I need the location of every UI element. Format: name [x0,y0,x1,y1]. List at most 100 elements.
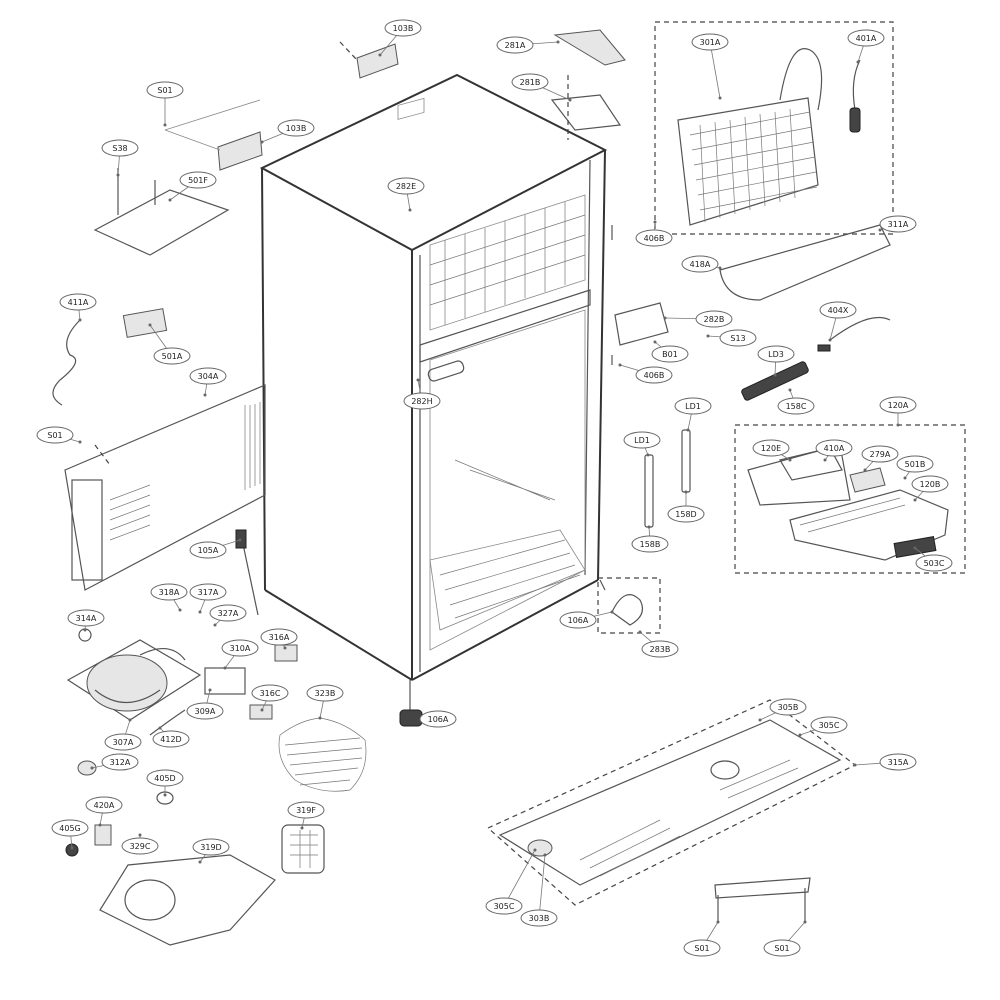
part-callout: 329C [121,837,159,855]
part-callout: 501F [179,171,217,189]
callout-label: LD1 [634,436,650,445]
callout-label: 106A [568,616,589,625]
part-callout: S01 [683,939,721,957]
callout-leader-dot [148,323,152,327]
callout-oval [623,431,661,449]
part-callout: 412D [152,730,190,748]
callout-oval [306,684,344,702]
callout-oval [631,535,669,553]
callout-oval [635,229,673,247]
callout-oval [641,640,679,658]
part-callout: 305C [485,897,523,915]
callout-leader-dot [653,220,657,224]
callout-oval [186,702,224,720]
callout-leader-dot [803,920,807,924]
top-cover-parts [550,29,891,346]
callout-label: 420A [94,801,115,810]
callout-leader-dot [203,393,207,397]
callout-leader-dot [378,53,382,57]
callout-oval [769,698,807,716]
callout-oval [179,171,217,189]
callout-label: 120B [920,480,941,489]
callout-oval [67,609,105,627]
part-callout: 312A [101,753,139,771]
part-callout: 405G [51,819,89,837]
callout-oval [485,897,523,915]
callout-oval [757,345,795,363]
callout-oval [777,397,815,415]
condenser-coil [278,717,367,792]
callout-leader-dot [78,318,82,322]
part-callout: 158C [777,397,815,415]
callout-oval [251,684,289,702]
callout-oval [911,475,949,493]
callout-oval [419,710,457,728]
callout-label: 309A [195,707,216,716]
callout-oval [496,36,534,54]
part-callout: 501B [896,455,934,473]
callout-oval [511,73,549,91]
callout-oval [559,611,597,629]
callout-leader-dot [556,40,560,44]
callout-label: 404X [828,306,849,315]
part-callout: 103B [277,119,315,137]
callout-oval [896,455,934,473]
callout-label: 501B [905,460,926,469]
callout-oval [101,753,139,771]
back-cover-panel [64,384,266,591]
callout-oval [146,81,184,99]
callout-oval [719,329,757,347]
callout-oval [819,301,857,319]
part-callout: 406B [635,229,673,247]
hinge-bracket [597,577,661,634]
part-callout: 282H [403,392,441,410]
callout-oval [674,397,712,415]
callout-leader-dot [208,688,212,692]
part-callout: S13 [719,329,757,347]
callout-label: 412D [160,735,181,744]
callout-leader-dot [533,848,537,852]
callout-leader-dot [416,378,420,382]
top-left-parts [93,41,399,256]
callout-leader-dot [198,860,202,864]
callout-label: 281B [520,78,541,87]
callout-leader-dot [788,388,792,392]
part-callout: 106A [559,611,597,629]
callout-leader-dot [856,60,860,64]
callout-label: 406B [644,234,665,243]
callout-leader-dot [788,458,792,462]
callout-leader-dot [653,340,657,344]
part-callout: 410A [815,439,853,457]
callout-leader-dot [718,266,722,270]
callout-oval [189,367,227,385]
callout-leader-dot [138,833,142,837]
callout-oval [51,819,89,837]
callout-label: 282H [411,397,432,406]
callout-leader-dot [798,733,802,737]
callout-leader-dot [83,628,87,632]
callout-leader-dot [223,666,227,670]
callout-oval [681,255,719,273]
part-callout: 158B [631,535,669,553]
part-callout: 309A [186,702,224,720]
callout-label: 282E [396,182,416,191]
callout-label: 307A [113,738,134,747]
part-callout: 281B [511,73,549,91]
callout-leader-dot [758,718,762,722]
callout-label: 501A [162,352,183,361]
part-callout: 318A [150,583,188,601]
callout-oval [85,796,123,814]
callout-label: 406B [644,371,665,380]
callout-leader-dot [213,623,217,627]
callout-label: 319F [296,806,316,815]
callout-leader-dot [903,476,907,480]
callout-oval [815,439,853,457]
callout-oval [146,769,184,787]
part-callout: 106A [419,710,457,728]
part-callout: 120E [752,439,790,457]
callout-oval [152,730,190,748]
callout-leader-dot [828,338,832,342]
callout-label: 315A [888,758,909,767]
callout-label: 305C [819,721,840,730]
